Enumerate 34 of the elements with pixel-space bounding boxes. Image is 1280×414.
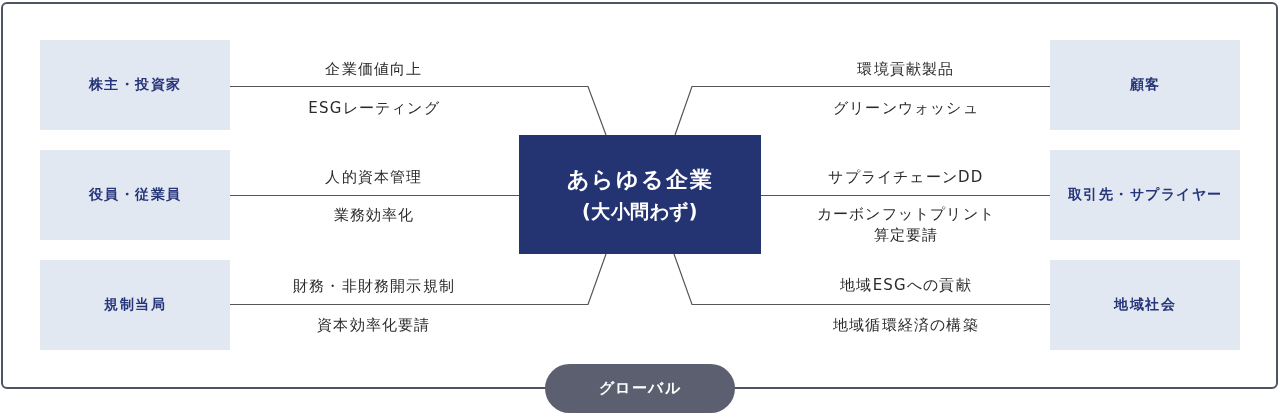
stakeholder-label: 顧客 — [1129, 76, 1161, 94]
topic-label: 地域循環経済の構築 — [833, 314, 979, 335]
stakeholder-label: 規制当局 — [104, 296, 166, 314]
connector-line — [760, 194, 1051, 197]
topic-label: サプライチェーンDD — [828, 166, 984, 188]
stakeholder-box — [40, 260, 230, 350]
topic-label: 企業価値向上 — [325, 58, 423, 80]
stakeholder-label: 地域社会 — [1114, 296, 1176, 314]
scope-tag: グローバル — [545, 364, 735, 413]
company-subtitle: (大小問わず) — [582, 198, 698, 224]
connector-line — [229, 253, 607, 306]
topic-label: 財務・非財務開示規制 — [293, 275, 455, 297]
topic-label: カーボンフットプリント算定要請 — [815, 204, 997, 246]
stakeholder-box — [1050, 150, 1240, 240]
topic-label: 地域ESGへの貢献 — [840, 274, 972, 295]
topic-label: 資本効率化要請 — [317, 314, 431, 335]
topic-label: グリーンウォッシュ — [833, 97, 979, 119]
topic-label: 環境貢献製品 — [857, 58, 955, 80]
company-box — [519, 135, 761, 254]
connector-line — [674, 85, 1051, 136]
connector-line — [229, 194, 520, 197]
company-title: あらゆる企業 — [566, 165, 714, 194]
topic-label: ESGレーティング — [308, 97, 440, 119]
stakeholder-label: 取引先・サプライヤー — [1067, 186, 1223, 204]
stakeholder-box — [40, 150, 230, 240]
connector-line — [673, 253, 1051, 306]
connector-line — [229, 85, 607, 136]
stakeholder-label: 株主・投資家 — [88, 76, 182, 94]
stakeholder-label: 役員・従業員 — [88, 186, 182, 204]
topic-label: 人的資本管理 — [325, 166, 423, 188]
stakeholder-box — [1050, 260, 1240, 350]
topic-label: 業務効率化 — [333, 204, 415, 226]
stakeholder-box — [1050, 40, 1240, 130]
stakeholder-box — [40, 40, 230, 130]
